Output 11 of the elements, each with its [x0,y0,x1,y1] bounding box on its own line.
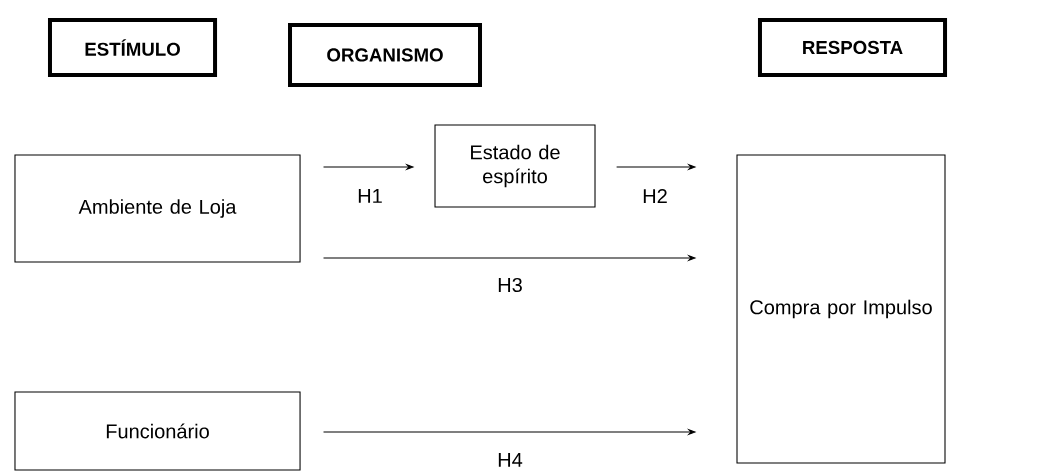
text-box: Ambiente de Loja [14,154,301,263]
edge-label: H1 [358,189,382,203]
edge-label: H2 [643,189,667,203]
text-box: Funcionário [14,391,301,471]
header-box: RESPOSTA [757,18,948,77]
text-box: Estado de espírito [434,124,596,208]
edge-label: H3 [498,277,522,293]
edge-label: H4 [498,453,523,467]
header-box: ORGANISMO [288,23,482,87]
header-box: ESTÍMULO [48,18,218,77]
text-box: Compra por Impulso [736,154,946,464]
